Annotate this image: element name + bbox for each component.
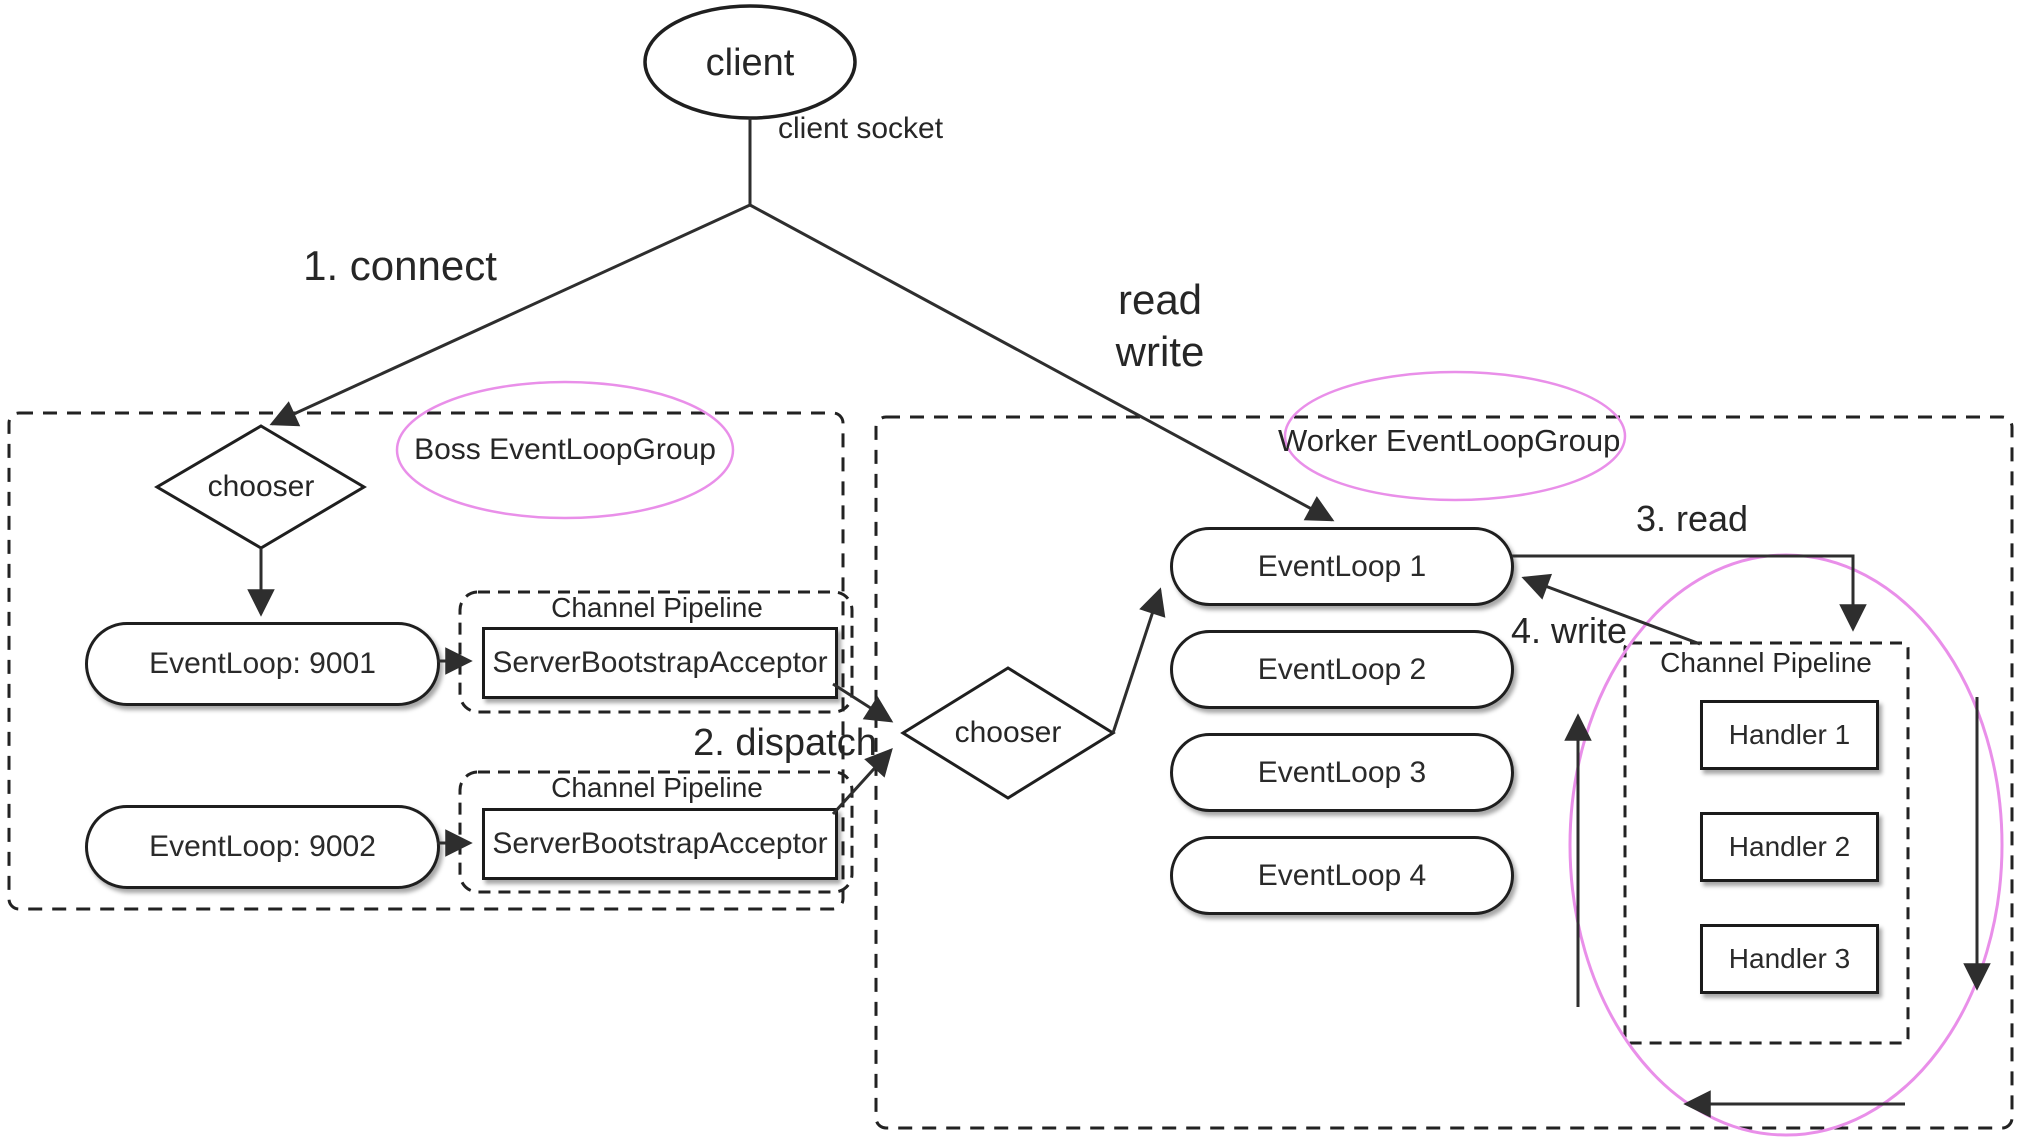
worker-chooser-to-eventloop1-arrow — [1111, 587, 1166, 734]
worker-eventloop-1-pill: EventLoop 1 — [1170, 527, 1514, 606]
dispatch-step-label: 2. dispatch — [693, 722, 877, 764]
worker-chooser-label: chooser — [954, 716, 1062, 749]
worker-eventloop-2-label: EventLoop 2 — [1257, 652, 1427, 686]
worker-eventloop-3-pill: EventLoop 3 — [1170, 733, 1514, 812]
worker-eventloop-3-label: EventLoop 3 — [1257, 755, 1427, 789]
connect-step-label: 1. connect — [303, 242, 497, 289]
worker-pipeline-title: Channel Pipeline — [1660, 647, 1872, 678]
worker-eventloop-2-pill: EventLoop 2 — [1170, 630, 1514, 709]
boss-acceptor-1-label: ServerBootstrapAcceptor — [492, 646, 828, 679]
handler-1-box: Handler 1 — [1700, 700, 1879, 770]
dispatch-arrow-upper — [832, 682, 894, 723]
worker-eventloop-4-pill: EventLoop 4 — [1170, 836, 1514, 915]
boss-eventloop-9001-pill: EventLoop: 9001 — [85, 622, 440, 706]
handler-1-label: Handler 1 — [1728, 719, 1851, 750]
handler-2-label: Handler 2 — [1728, 831, 1851, 862]
boss-acceptor-2-label: ServerBootstrapAcceptor — [492, 827, 828, 860]
connect-arrow — [269, 203, 751, 427]
worker-group-title: Worker EventLoopGroup — [1278, 423, 1621, 458]
boss-pipeline-2-title: Channel Pipeline — [551, 772, 763, 803]
handler-2-box: Handler 2 — [1700, 812, 1879, 882]
boss-eventloop-9002-label: EventLoop: 9002 — [149, 830, 376, 863]
read-step-label: 3. read — [1635, 498, 1749, 539]
boss-acceptor-2-box: ServerBootstrapAcceptor — [482, 808, 838, 880]
worker-eventloop-1-label: EventLoop 1 — [1257, 549, 1427, 583]
boss-pipeline-1-title: Channel Pipeline — [551, 592, 763, 623]
boss-chooser-label: chooser — [207, 470, 315, 503]
write-label: write — [1115, 328, 1205, 375]
boss-group-title: Boss EventLoopGroup — [414, 433, 716, 466]
write-step-label: 4. write — [1510, 610, 1628, 651]
client-label: client — [705, 42, 795, 84]
boss-eventloop-9002-pill: EventLoop: 9002 — [85, 805, 440, 889]
handler-3-box: Handler 3 — [1700, 924, 1879, 994]
worker-eventloop-4-label: EventLoop 4 — [1257, 858, 1427, 892]
client-socket-label: client socket — [778, 112, 944, 145]
boss-acceptor-1-box: ServerBootstrapAcceptor — [482, 627, 838, 699]
handler-3-label: Handler 3 — [1728, 943, 1851, 974]
boss-eventloop-9001-label: EventLoop: 9001 — [149, 647, 376, 680]
read-label: read — [1117, 276, 1203, 323]
